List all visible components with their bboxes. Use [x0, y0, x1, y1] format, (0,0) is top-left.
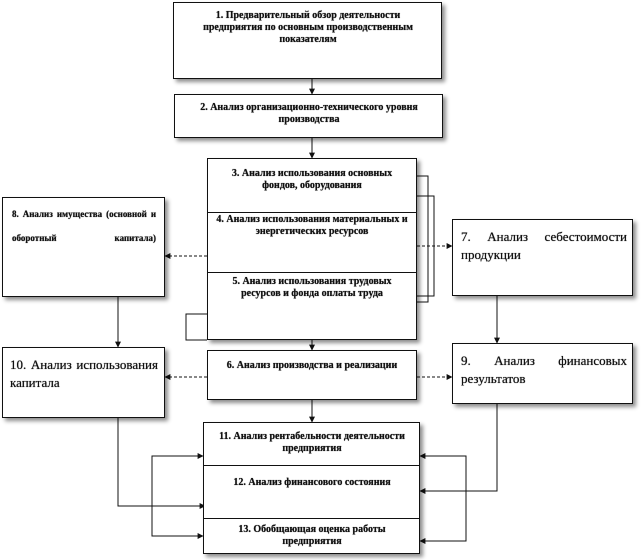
divider-12-13	[203, 518, 420, 519]
box-7-label: 7. Анализ себестоимости продукции	[461, 229, 627, 262]
box-9	[452, 343, 633, 404]
bracket-right-2	[417, 195, 435, 297]
box-5-label: 5. Анализ использования трудовых ресурсо…	[232, 276, 392, 299]
box-1	[173, 2, 442, 79]
box-2-label: 2. Анализ организационно-технического ур…	[200, 102, 418, 125]
divider-4-5	[207, 272, 417, 273]
box-11-label: 11. Анализ рентабельности деятельности п…	[219, 431, 405, 454]
box-4-label: 4. Анализ использования материальных и э…	[216, 214, 408, 237]
box-6	[207, 350, 417, 400]
box-12-label: 12. Анализ финансового состояния	[233, 477, 391, 488]
arrow-9-to-bottom	[419, 404, 498, 494]
box-10	[2, 347, 165, 418]
divider-3-4	[207, 212, 417, 213]
box-7	[452, 219, 633, 296]
right-bus	[420, 455, 467, 542]
box-8	[2, 197, 165, 297]
box-1-label: 1. Предварительный обзор деятельности пр…	[203, 10, 413, 45]
box-2	[174, 94, 443, 138]
arrow-10-to-12	[117, 418, 206, 509]
box-3-4-5-block	[207, 158, 417, 340]
bracket-right-1	[417, 175, 429, 303]
bracket-left	[185, 313, 207, 341]
box-9-label: 9. Анализ финансовых результатов	[461, 353, 627, 386]
box-11-12-13-block	[203, 422, 420, 554]
box-13-label: 13. Обобщающая оценка работы предприятия	[238, 524, 386, 547]
box-10-label: 10. Анализ использования капитала	[10, 357, 158, 390]
divider-11-12	[203, 465, 420, 466]
box-6-label: 6. Анализ производства и реализации	[226, 360, 398, 371]
left-bus	[151, 455, 203, 537]
box-8-label: 8. Анализ имущества (основной и оборотны…	[12, 209, 156, 243]
box-3-label: 3. Анализ использования основных фондов,…	[231, 168, 393, 191]
